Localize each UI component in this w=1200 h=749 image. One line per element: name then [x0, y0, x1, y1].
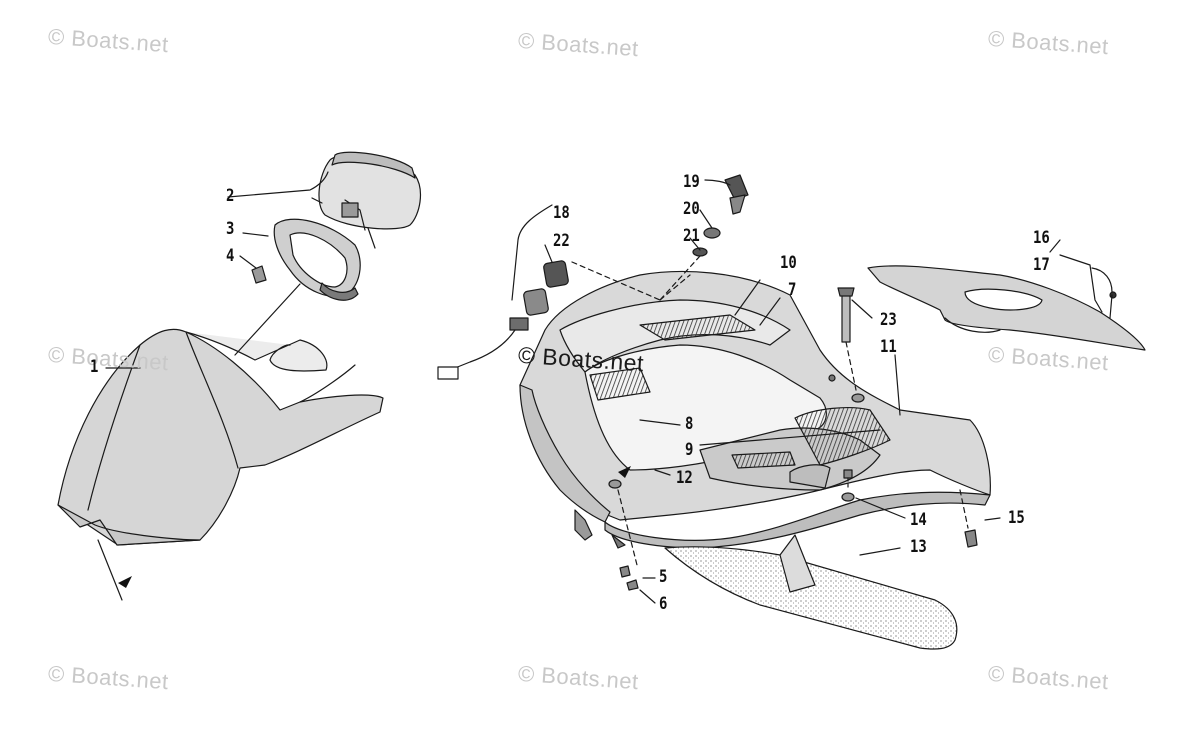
callout-15: 15 — [1008, 508, 1025, 528]
screw-part-4 — [234, 255, 301, 356]
callout-5: 5 — [659, 567, 668, 587]
bezel-part-3 — [242, 218, 361, 301]
callout-7: 7 — [788, 280, 797, 300]
callout-14: 14 — [910, 510, 927, 530]
hood-console-part-7 — [519, 270, 991, 650]
callout-12: 12 — [676, 468, 693, 488]
side-panel-part-16 — [867, 254, 1146, 351]
callout-13: 13 — [910, 537, 927, 557]
callout-19: 19 — [683, 172, 700, 192]
callout-4: 4 — [226, 246, 235, 266]
callout-18: 18 — [553, 203, 570, 223]
screws-5-6-14-15 — [617, 469, 978, 591]
callout-23: 23 — [880, 310, 897, 330]
callout-6: 6 — [659, 594, 668, 614]
callout-2: 2 — [226, 186, 235, 206]
bolt-part-23 — [837, 287, 873, 391]
callout-20: 20 — [683, 199, 700, 219]
callout-21: 21 — [683, 226, 700, 246]
callout-10: 10 — [780, 253, 797, 273]
callout-8: 8 — [685, 414, 694, 434]
callout-22: 22 — [553, 231, 570, 251]
callout-9: 9 — [685, 440, 694, 460]
callout-17: 17 — [1033, 255, 1050, 275]
key-part-19 — [659, 174, 749, 301]
callout-1: 1 — [90, 357, 99, 377]
callout-16: 16 — [1033, 228, 1050, 248]
leader-lines — [105, 239, 1061, 604]
callout-11: 11 — [880, 337, 897, 357]
fender-part-1 — [57, 328, 384, 601]
callout-3: 3 — [226, 219, 235, 239]
gauge-part-2 — [227, 151, 422, 249]
harness-part-18 — [437, 204, 691, 380]
